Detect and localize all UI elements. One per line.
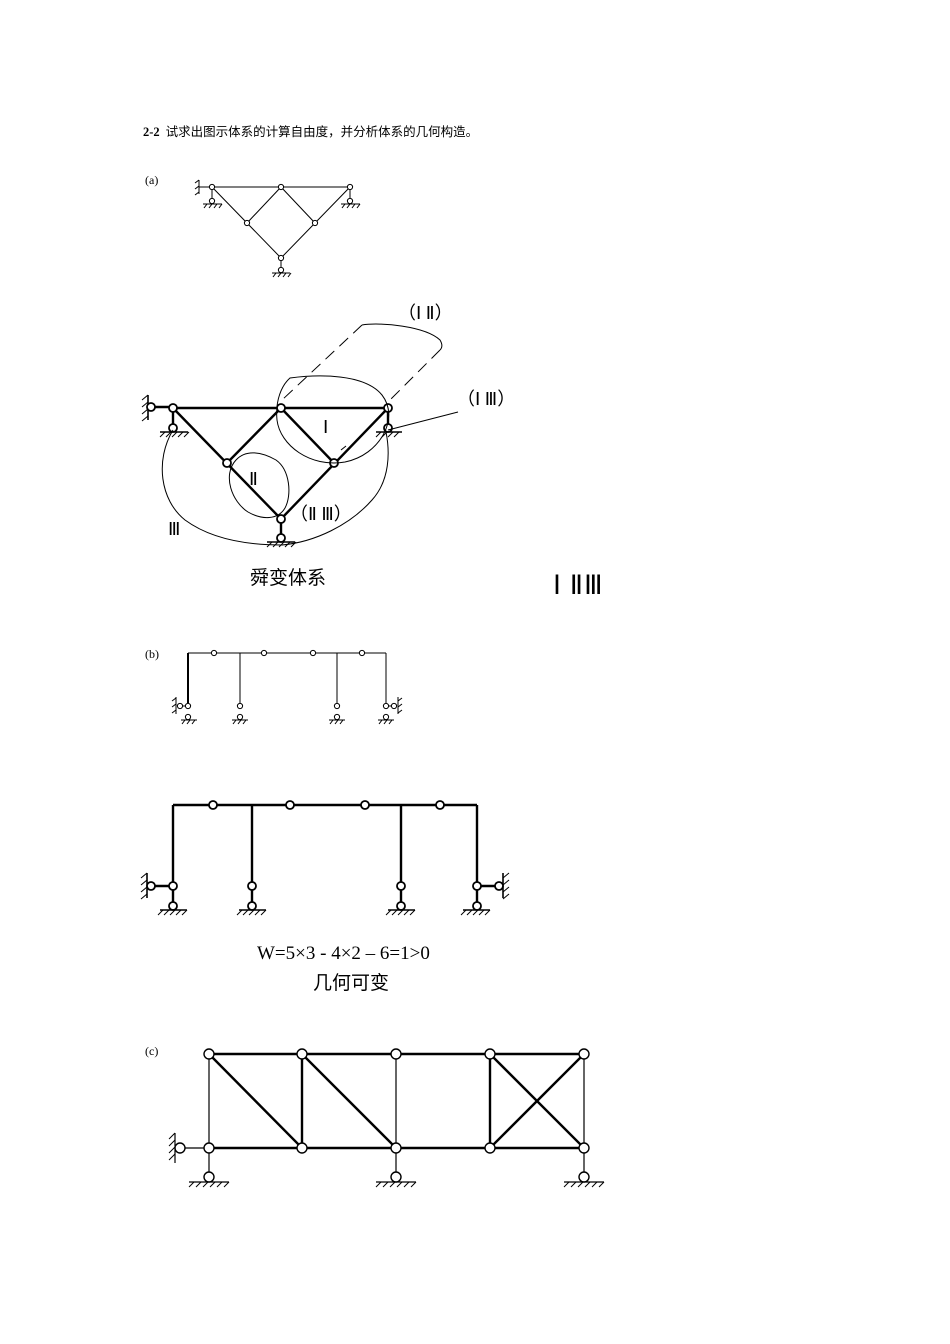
part-label-a: (a) [145,173,159,187]
figure-a-rigid-bodies: Ⅰ ⅡⅢ [553,570,604,600]
label-pair-1-2: （Ⅰ Ⅱ） [398,303,453,323]
figure-b-conclusion: 几何可变 [313,972,390,994]
problem-number: 2-2 [143,125,160,139]
figure-b-formula: W=5×3 - 4×2 – 6=1>0 [257,943,430,964]
label-body-2: Ⅱ [249,469,258,489]
label-body-1: Ⅰ [323,417,329,437]
label-body-3: Ⅲ [168,519,181,539]
label-pair-2-3: （Ⅱ Ⅲ） [290,504,352,524]
problem-statement: 2-2 试求出图示体系的计算自由度，并分析体系的几何构造。 [143,121,478,140]
part-label-b: (b) [145,647,159,661]
problem-text: 试求出图示体系的计算自由度，并分析体系的几何构造。 [165,124,479,139]
figure-a-conclusion: 舜变体系 [250,567,327,589]
part-label-c: (c) [145,1044,159,1058]
label-pair-1-3: （Ⅰ Ⅲ） [457,389,516,409]
